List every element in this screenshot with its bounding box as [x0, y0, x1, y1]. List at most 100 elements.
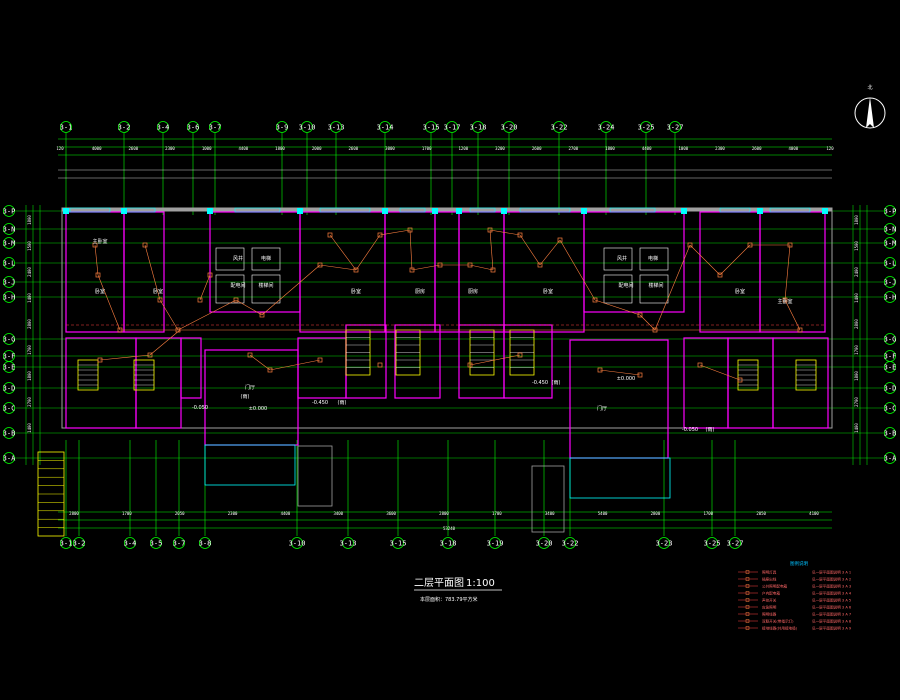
axis-bubble-top-12-circle: [503, 121, 515, 133]
axis-bubble-right-8-label: 3-E: [884, 364, 897, 372]
lower-left-3: [180, 337, 202, 399]
column-0: [63, 208, 69, 214]
dim-text-left-3: 1400: [27, 293, 32, 303]
dimension-lines: [25, 138, 868, 529]
column-11: [822, 208, 828, 214]
legend-item-name-5: 应急照明: [762, 604, 777, 609]
drawing-title: 二层平面图: [414, 577, 464, 589]
axis-bubble-bottom-8-circle: [392, 537, 404, 549]
axis-bubble-bottom-0-label: 3-1: [60, 540, 73, 548]
light-fixture-33: [267, 367, 273, 373]
axis-bubble-top-11-circle: [472, 121, 484, 133]
wire-34: [469, 354, 521, 366]
axis-bubble-top-13-circle: [553, 121, 565, 133]
wire-3: [159, 299, 179, 331]
legend-symbol-icon-2: [745, 584, 750, 588]
drawing-scale: 1:100: [466, 578, 495, 589]
wire-18: [519, 234, 541, 266]
axis-bubble-right-10-label: 3-C: [884, 405, 897, 413]
axis-bubble-bottom-4-label: 3-7: [173, 540, 186, 548]
dim-text-top-15: 1800: [605, 146, 615, 151]
dim-text-top-11: 1200: [459, 146, 469, 151]
axis-bubble-left-8-label: 3-E: [3, 364, 16, 372]
axis-bubble-bottom-6-circle: [291, 537, 303, 549]
axis-bubble-right-0-label: 3-P: [884, 208, 897, 216]
dim-text-left-6: 1800: [27, 371, 32, 381]
legend-item-name-8: 接地线路(共用接地极): [762, 625, 798, 630]
dim-text-bottom-3: 2300: [228, 511, 238, 516]
room-label-level-low-right: -0.050: [682, 427, 698, 433]
legend-symbol-icon-5: [745, 605, 750, 609]
legend-item-name-2: 公共照明配电箱: [762, 583, 788, 588]
dim-text-top-2: 2600: [129, 146, 139, 151]
north-label: 北: [867, 84, 872, 91]
axis-bubble-bottom-6-label: 3-10: [289, 540, 306, 548]
legend-item-desc-1: 见一层平面图说明 3 A 2: [812, 576, 851, 581]
dim-text-bottom-2: 2050: [175, 511, 185, 516]
room-label-bedroom-right: 卧室: [735, 288, 745, 295]
axis-bubble-bottom-12-label: 3-22: [562, 540, 579, 548]
axis-bubble-left-2-circle: [3, 237, 15, 249]
legend-item-desc-3: 见一层平面图说明 3 A 4: [812, 590, 852, 595]
axis-bubble-top-2-circle: [157, 121, 169, 133]
room-label-duct-right: 风井: [617, 255, 627, 262]
wire-27: [784, 244, 791, 301]
axis-bubble-top-3-label: 3-6: [187, 124, 200, 132]
dim-text-right-7: 2700: [854, 397, 859, 407]
axis-bubble-left-2-label: 3-M: [3, 240, 16, 248]
electrical-wiring-layer: [66, 227, 826, 383]
wire-13: [411, 264, 441, 271]
dim-text-bottom-13: 2050: [756, 511, 766, 516]
stair-core-right: [639, 274, 669, 304]
light-fixture-9: [259, 312, 265, 318]
room-label-elec-right: 配电间: [618, 282, 633, 289]
axis-bubble-left-1-circle: [3, 223, 15, 235]
legend-symbol-icon-7: [745, 619, 750, 623]
dim-text-top-18: 2300: [715, 146, 725, 151]
light-fixture-20: [517, 232, 523, 238]
axis-bubble-top-4-label: 3-7: [209, 124, 222, 132]
axis-bubble-right-5-label: 3-H: [884, 294, 897, 302]
dim-text-bottom-12: 1700: [703, 511, 713, 516]
legend-item-name-6: 照明线路: [762, 611, 777, 616]
north-arrow-icon: [866, 97, 874, 128]
wire-38: [149, 329, 181, 356]
light-fixture-11: [327, 232, 333, 238]
dim-text-top-3: 2300: [165, 146, 175, 151]
dim-text-top-7: 2000: [312, 146, 322, 151]
column-5: [432, 208, 438, 214]
legend-item-desc-8: 见一层平面图说明 3 A 9: [812, 625, 852, 630]
window-top-0: [69, 207, 111, 213]
dim-text-bottom-10: 5400: [598, 511, 608, 516]
axis-bubble-top-3-circle: [187, 121, 199, 133]
wire-11: [379, 229, 411, 236]
axis-bubble-right-11-circle: [884, 427, 896, 439]
wire-23: [654, 244, 691, 331]
wire-7: [261, 264, 321, 316]
light-fixture-26: [687, 242, 693, 248]
axis-bubble-bottom-0-circle: [60, 537, 72, 549]
dim-text-bottom-8: 1700: [492, 511, 502, 516]
axis-bubble-bottom-7-circle: [342, 537, 354, 549]
light-fixture-8: [233, 297, 239, 303]
legend-symbol-icon-4: [745, 598, 750, 602]
window-top-2: [234, 207, 281, 213]
axis-bubble-bottom-13-label: 3-23: [656, 540, 673, 548]
ramp-left: [297, 445, 333, 507]
wire-20: [559, 239, 596, 301]
elevator-right: [639, 247, 669, 271]
wire-37: [99, 354, 151, 361]
dim-text-top-9: 3000: [385, 146, 395, 151]
axis-bubble-left-6-label: 3-G: [3, 336, 16, 344]
axis-bubble-right-11-label: 3-B: [884, 430, 897, 438]
dim-text-right-8: 1400: [854, 423, 859, 433]
room-label-duct-left: 风井: [233, 255, 243, 262]
window-top-5: [469, 207, 496, 213]
dim-text-top-14: 2700: [569, 146, 579, 151]
axis-bubble-bottom-7-label: 3-13: [340, 540, 357, 548]
room-label-bedroom-center-right: 卧室: [543, 288, 553, 295]
dim-text-top-21: 120: [826, 146, 834, 151]
axis-bubble-right-8-circle: [884, 361, 896, 373]
room-label-bedroom-left-2: 卧室: [153, 288, 163, 295]
room-labels: 主卧室 卧室 卧室 风井 电梯 配电间 楼梯间 卧室 厨房 厨房 卧室 风井 电…: [92, 238, 792, 433]
